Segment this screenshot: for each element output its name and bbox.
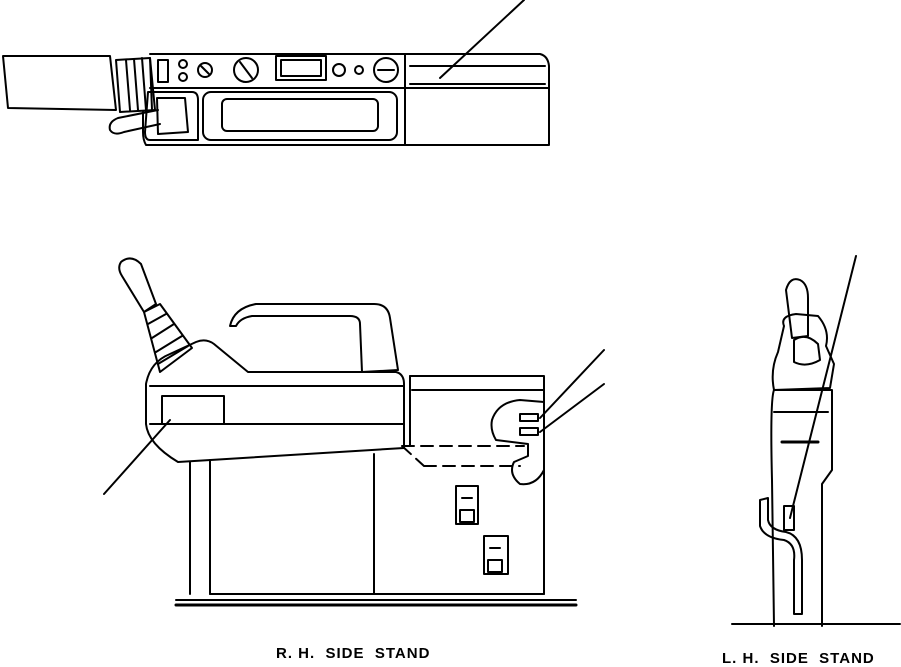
top-view-lever-grip: [3, 56, 116, 110]
rh-switch: [520, 414, 538, 421]
left-hand-side-stand: [732, 256, 900, 626]
rh-leader-line: [540, 384, 604, 432]
lh-hose: [760, 498, 802, 614]
top-view: [3, 0, 549, 145]
rh-lever-boot: [144, 304, 192, 372]
top-view-panel-outline: [143, 54, 549, 145]
top-view-boot: [116, 58, 155, 112]
rh-connector: [484, 536, 508, 574]
rh-switch: [520, 428, 538, 435]
lh-lever-body: [773, 314, 834, 390]
top-view-display-window: [276, 56, 326, 80]
rh-leader-line: [104, 420, 170, 494]
top-view-joystick-base: [145, 92, 198, 140]
rh-stand-frame: [190, 454, 544, 594]
rh-switch-housing: [492, 400, 545, 484]
top-view-armrest-pad: [203, 92, 397, 140]
caption-left-hand-side-stand: L. H. SIDE STAND: [722, 650, 875, 667]
caption-right-hand-side-stand: R. H. SIDE STAND: [276, 645, 431, 662]
top-view-knob: [198, 63, 212, 77]
rh-label-plate: [162, 396, 224, 424]
rh-hidden-lines: [402, 446, 524, 466]
top-view-rotary-switch: [234, 58, 258, 82]
rh-console-housing: [146, 340, 404, 462]
top-view-joystick-handle: [110, 110, 160, 134]
top-view-leader-line: [440, 0, 524, 78]
rh-armrest-support: [230, 304, 398, 372]
rh-leader-line: [540, 350, 604, 418]
right-hand-side-stand: [104, 258, 604, 605]
rh-connector: [456, 486, 478, 524]
lh-switch: [784, 506, 794, 530]
lh-leader-line: [790, 256, 856, 518]
top-view-knob: [179, 60, 187, 68]
top-view-knob: [355, 66, 363, 74]
top-view-gauge: [374, 58, 398, 82]
top-view-knob: [179, 73, 187, 81]
lh-lever-grip: [786, 279, 808, 338]
top-view-switch: [158, 60, 168, 82]
lh-column: [771, 390, 832, 626]
rh-lever-grip: [119, 258, 156, 312]
top-view-knob: [333, 64, 345, 76]
